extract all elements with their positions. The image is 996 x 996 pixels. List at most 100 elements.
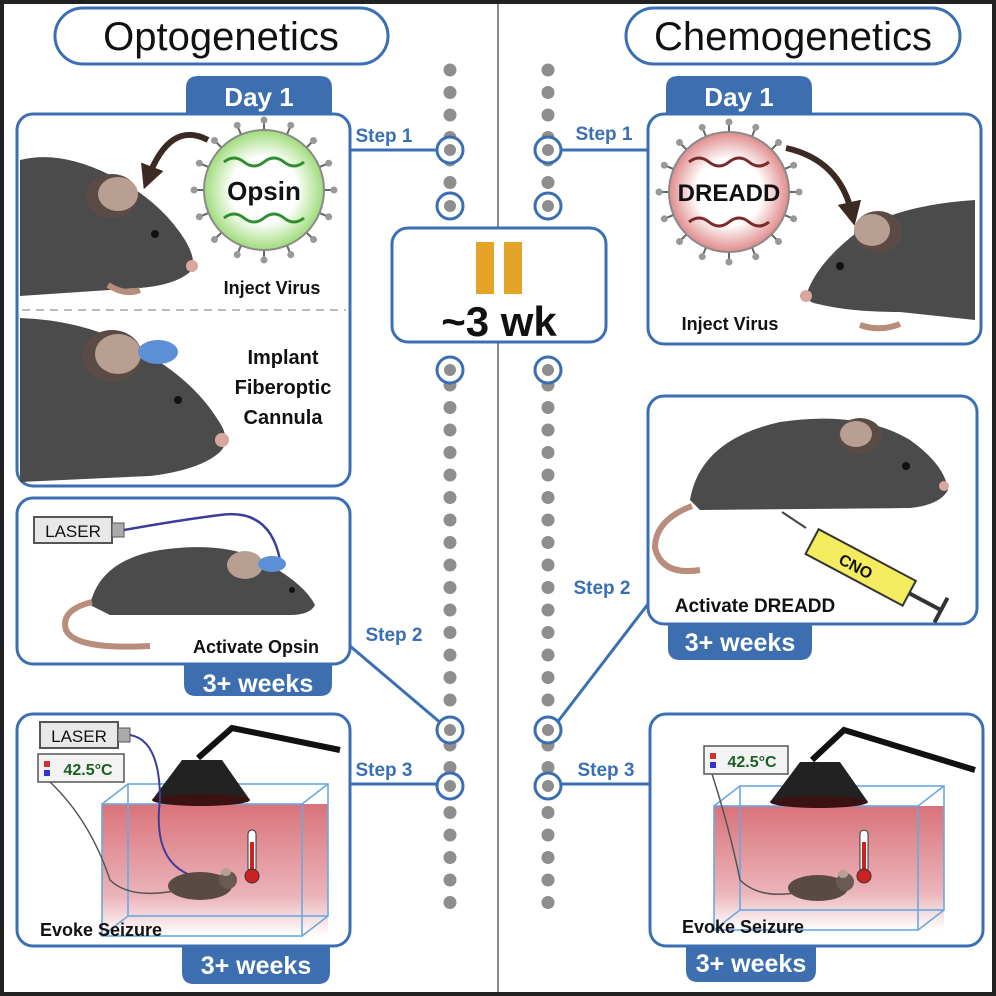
timeline-node-core	[444, 780, 456, 792]
heat-lamp-left	[152, 724, 341, 806]
timeline-node-core	[542, 724, 554, 736]
chemo-step3-label: Step 3	[577, 760, 634, 781]
timeline-dot	[443, 761, 457, 774]
timeline-dot	[541, 648, 555, 662]
inject-arrow-icon	[141, 132, 210, 190]
timeline-dot	[443, 108, 457, 122]
timeline-dot	[541, 446, 555, 459]
chemo-step3-duration: 3+ weeks	[696, 950, 807, 978]
timeline-dot	[443, 806, 457, 819]
timeline-dot	[541, 761, 555, 774]
cno-syringe-icon	[781, 511, 950, 624]
chemogenetics-title-pill	[624, 6, 962, 66]
optogenetics-title: Optogenetics	[103, 15, 339, 59]
timeline-dot	[541, 536, 555, 549]
timeline-dot	[541, 423, 555, 437]
timeline-dot	[443, 401, 457, 414]
chemo-step3-duration-tab	[686, 946, 816, 982]
heat-chamber-left	[102, 804, 328, 936]
dreadd-virus-label: DREADD	[678, 180, 781, 207]
chemo-activate-caption: Activate DREADD	[675, 596, 835, 617]
opto-laser-label-step3: LASER	[51, 727, 107, 746]
mouse-activate-icon	[62, 547, 315, 650]
timeline-dot	[541, 86, 555, 99]
timeline-dot	[443, 423, 457, 437]
chemo-step2-label: Step 2	[573, 578, 630, 599]
timeline-node-core	[444, 144, 456, 156]
chemo-step2-duration-tab	[668, 624, 812, 660]
timeline-dot	[443, 828, 457, 842]
timeline-dot	[541, 626, 555, 639]
opto-implant-line2: Fiberoptic	[235, 377, 332, 399]
timeline-dot	[541, 581, 555, 594]
timeline-dot	[443, 558, 457, 572]
timeline-node-core	[444, 364, 456, 376]
pause-bar-right	[504, 242, 522, 294]
opto-step2-connector	[349, 644, 443, 726]
opto-laser-device-step3	[39, 721, 119, 749]
timeline-dot	[443, 491, 457, 504]
opsin-virus-icon	[190, 116, 338, 264]
timeline-dot	[541, 176, 555, 189]
chemo-thermometer-display	[703, 745, 789, 775]
opto-activate-caption: Activate Opsin	[193, 637, 319, 657]
timeline-dot	[443, 86, 457, 99]
fiber-optic-cable	[123, 512, 282, 561]
timeline-nodes	[435, 135, 563, 801]
optogenetics-title-pill	[53, 6, 390, 66]
wait-duration: ~3 wk	[441, 298, 557, 345]
opto-thermometer-display	[37, 753, 125, 783]
timeline-dot	[443, 603, 457, 617]
timeline-dot	[541, 558, 555, 572]
timeline-node-core	[444, 200, 456, 212]
chemo-mouse-seizure-icon	[788, 870, 854, 901]
timeline-dot	[443, 581, 457, 594]
opto-implant-line1: Implant	[247, 347, 318, 369]
laser-device-icon	[33, 516, 113, 544]
timeline-dot	[541, 513, 555, 527]
timeline-dot	[443, 468, 457, 482]
opto-step2-duration: 3+ weeks	[203, 670, 314, 698]
timeline-dot	[541, 108, 555, 122]
timeline-dot	[541, 491, 555, 504]
opto-probe-wire	[49, 781, 181, 895]
mouse-seizure-icon	[168, 868, 237, 900]
timeline-dot	[541, 828, 555, 842]
chemo-inject-arrow-icon	[785, 145, 862, 226]
chemo-mouse-head-icon	[800, 200, 975, 332]
opsin-virus-label: Opsin	[227, 176, 301, 206]
opto-step3-duration: 3+ weeks	[201, 952, 312, 980]
timeline-dot	[541, 806, 555, 819]
opto-step2-duration-tab	[184, 664, 332, 696]
timeline-dot	[443, 896, 457, 909]
timeline-node-core	[542, 780, 554, 792]
opto-step2-label: Step 2	[365, 625, 422, 646]
mouse-head-icon	[20, 157, 198, 296]
opto-day1-label: Day 1	[224, 82, 293, 112]
timeline-dot	[443, 873, 457, 887]
opto-step3-label: Step 3	[355, 760, 412, 781]
chemogenetics-title: Chemogenetics	[654, 15, 932, 59]
timeline-dot	[541, 401, 555, 414]
chemo-step2-connector	[554, 603, 650, 725]
chemo-day1-tab	[666, 76, 812, 116]
chemo-probe-wire	[711, 773, 801, 895]
timeline-dot	[443, 513, 457, 527]
timeline-dot	[443, 851, 457, 864]
opto-step1-label: Step 1	[355, 126, 412, 147]
timeline-node-core	[542, 144, 554, 156]
opto-step3-duration-tab	[182, 946, 330, 984]
timeline-dot	[541, 851, 555, 864]
timeline-dot	[541, 603, 555, 617]
opto-seizure-caption: Evoke Seizure	[40, 920, 162, 940]
dreadd-virus-icon	[655, 118, 803, 266]
pause-bar-left	[476, 242, 494, 294]
wait-box: ~3 wk	[390, 226, 608, 345]
chemo-temperature: 42.5°C	[727, 754, 777, 771]
heat-lamp-right	[770, 726, 976, 808]
timeline-dot	[541, 671, 555, 684]
timeline-dot	[541, 63, 555, 77]
thermometer-icon	[244, 829, 260, 884]
